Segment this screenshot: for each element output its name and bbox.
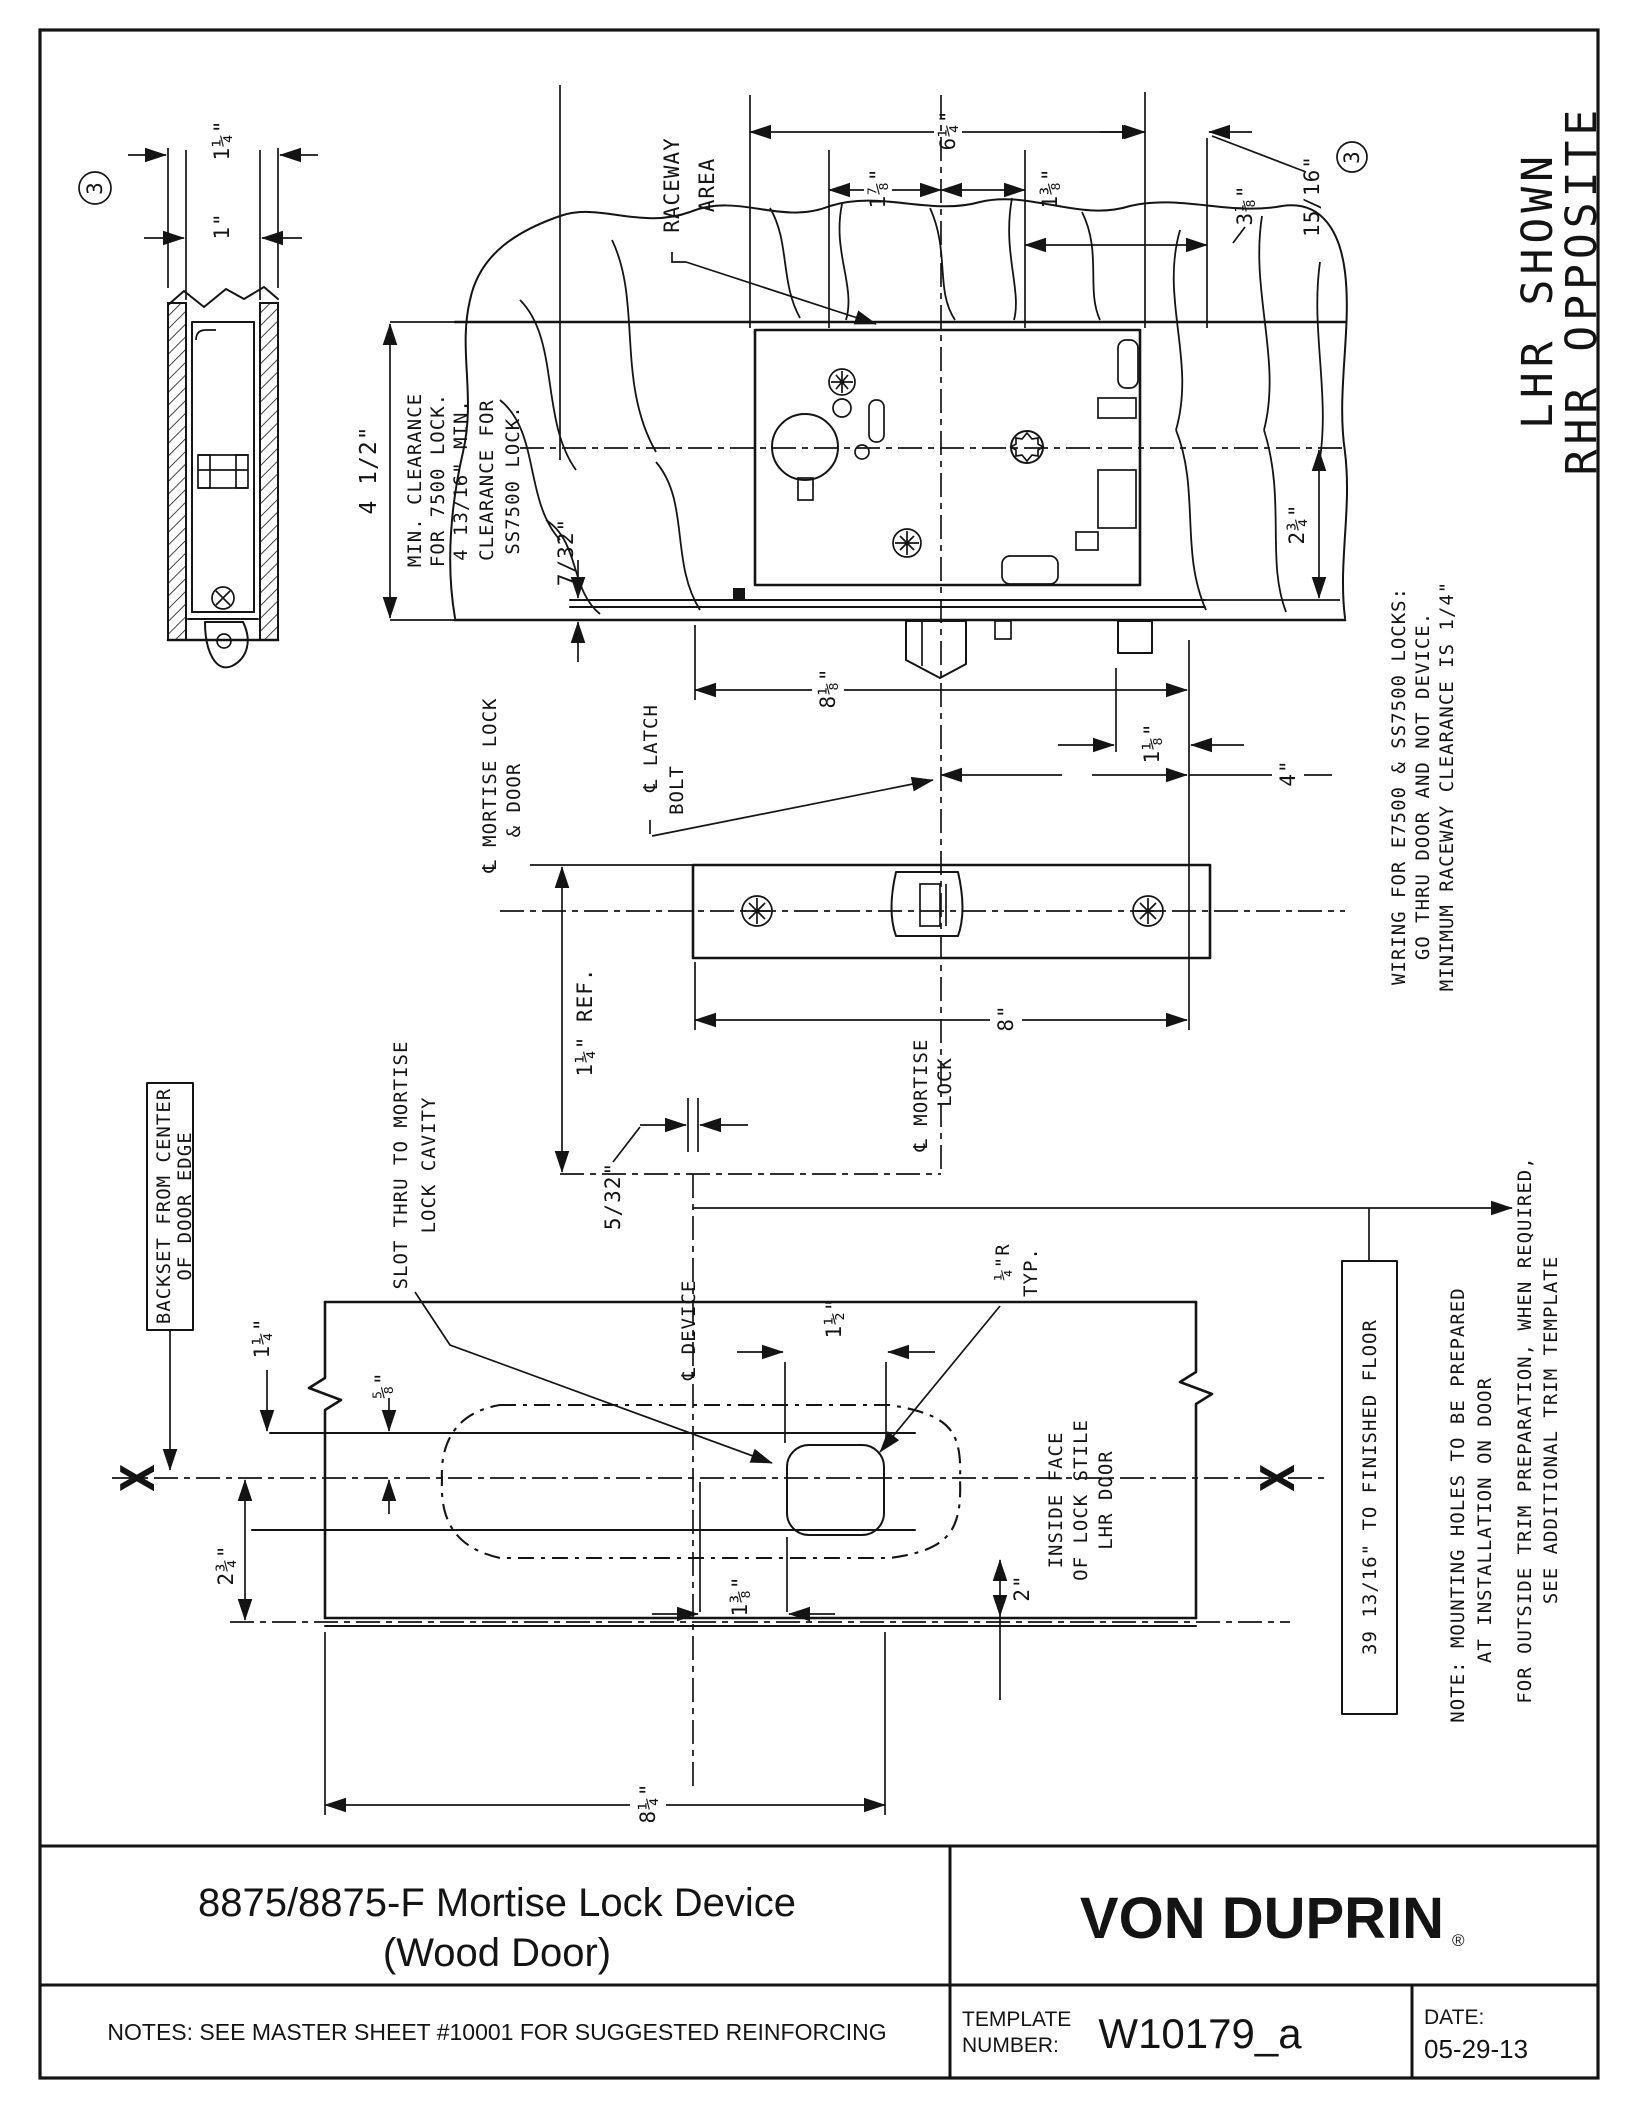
cl-latch-label-2: BOLT bbox=[666, 765, 688, 815]
floor-dim-box: 39 13/16" TO FINISHED FLOOR bbox=[1359, 1319, 1381, 1655]
sheet-title-line1: 8875/8875-F Mortise Lock Device bbox=[198, 1881, 796, 1925]
clearance-note-1: MIN. CLEARANCE bbox=[404, 393, 426, 567]
trim-note-line2: SEE ADDITIONAL TRIM TEMPLATE bbox=[1540, 1256, 1562, 1604]
template-number-value: W10179_a bbox=[1098, 2010, 1302, 2057]
main-mortise-view: RACEWAY AREA 6¼" 15/16" 1⅞" 1⅜" 3⅛" 3 bbox=[356, 85, 1368, 1174]
brand-logo: VON DUPRIN bbox=[1080, 1886, 1444, 1951]
dim-up: ⅝" bbox=[371, 1371, 395, 1398]
wiring-note-line2: GO THRU DOOR AND NOT DEVICE. bbox=[1412, 612, 1434, 960]
trim-note-line1: FOR OUTSIDE TRIM PREPARATION, WHEN REQUI… bbox=[1514, 1156, 1536, 1703]
dim-clearance-height: 4 1/2" bbox=[356, 425, 382, 514]
clearance-note-5: SS7500 LOCK. bbox=[502, 405, 524, 554]
backset-x-mark-right: X bbox=[1251, 1464, 1305, 1492]
brand-registered-mark: ® bbox=[1452, 1931, 1465, 1950]
dim-ref: 1¼" REF. bbox=[573, 967, 597, 1076]
template-number-label-1: TEMPLATE bbox=[962, 2008, 1071, 2031]
template-number-label-2: NUMBER: bbox=[962, 2034, 1059, 2057]
raceway-area-label-line1: RACEWAY bbox=[660, 137, 684, 233]
hand-note-line2: RHR OPPOSITE bbox=[1557, 105, 1607, 476]
mounting-note-line2: AT INSTALLATION ON DOOR bbox=[1474, 1377, 1496, 1663]
dim-top-total: 6¼" bbox=[936, 110, 960, 151]
radius-label: ¼"R bbox=[992, 1243, 1014, 1280]
clearance-note-2: FOR 7500 LOCK. bbox=[427, 393, 449, 567]
side-notes: LHR SHOWN RHR OPPOSITE WIRING FOR E7500 … bbox=[1388, 105, 1607, 992]
detail-3-marker-right: 3 bbox=[1340, 150, 1364, 164]
dim-cl-to-stile: 2¾" bbox=[214, 1545, 238, 1586]
mounting-note-line1: NOTE: MOUNTING HOLES TO BE PREPARED bbox=[1447, 1287, 1469, 1722]
dim-scalp: 7/32" bbox=[554, 518, 578, 586]
wiring-note-line1: WIRING FOR E7500 & SS7500 LOCKS: bbox=[1388, 587, 1410, 985]
dim-cl-offset: 2¾" bbox=[1285, 504, 1309, 545]
backset-label-2: OF DOOR EDGE bbox=[174, 1131, 196, 1280]
dim-four: 4" bbox=[1276, 759, 1300, 786]
hand-note-line1: LHR SHOWN bbox=[1513, 151, 1563, 429]
sheet-notes: NOTES: SEE MASTER SHEET #10001 FOR SUGGE… bbox=[107, 2019, 886, 2045]
face-plate-view: 8" 1¼" REF. ℄ MORTISE LOCK 5/32" bbox=[500, 863, 1345, 1790]
inside-face-label-1: INSIDE FACE bbox=[1045, 1432, 1067, 1569]
cl-latch-label-1: ℄ LATCH bbox=[640, 704, 662, 793]
dim-top-15-16: 15/16" bbox=[1300, 155, 1324, 237]
slot-thru-label-2: LOCK CAVITY bbox=[418, 1097, 440, 1234]
dim-top-a: 1⅞" bbox=[866, 168, 890, 209]
backset-x-mark-left: X bbox=[111, 1464, 165, 1492]
dim-cavity-width: 1" bbox=[210, 212, 234, 239]
clearance-note-4: CLEARANCE FOR bbox=[476, 399, 498, 561]
dim-slot-height: 1⅜" bbox=[728, 1576, 752, 1617]
dim-two: 2" bbox=[1010, 1574, 1034, 1601]
door-plan-view: BACKSET FROM CENTER OF DOOR EDGE SLOT TH… bbox=[111, 1041, 1562, 1824]
dim-plate-length: 8" bbox=[994, 1004, 1018, 1031]
dim-base: 8¼" bbox=[636, 1783, 660, 1824]
cl-device-label: ℄ DEVICE bbox=[678, 1280, 700, 1381]
wiring-note-line3: MINIMUM RACEWAY CLEARANCE IS 1/4" bbox=[1436, 581, 1458, 992]
title-block: 8875/8875-F Mortise Lock Device (Wood Do… bbox=[40, 1844, 1598, 2078]
inside-face-label-3: LHR DOOR bbox=[1095, 1450, 1117, 1550]
raceway-area-label-line2: AREA bbox=[695, 158, 719, 213]
radius-typ-label: TYP. bbox=[1020, 1247, 1042, 1297]
dim-backset: 1¼" bbox=[250, 1318, 274, 1359]
sheet-title-line2: (Wood Door) bbox=[383, 1931, 611, 1975]
backset-label-1: BACKSET FROM CENTER bbox=[153, 1088, 175, 1324]
clearance-note-3: 4 13/16" MIN. bbox=[450, 399, 472, 561]
cl-mortise-door-label-1: ℄ MORTISE LOCK bbox=[479, 698, 501, 874]
cl-mortise-label-1: ℄ MORTISE bbox=[910, 1039, 932, 1153]
date-label: DATE: bbox=[1424, 2006, 1484, 2029]
dim-cut-length: 8⅛" bbox=[816, 668, 840, 709]
cl-mortise-door-label-2: & DOOR bbox=[503, 763, 525, 838]
dim-top-b: 1⅜" bbox=[1038, 168, 1062, 209]
cl-mortise-label-2: LOCK bbox=[934, 1057, 956, 1107]
date-value: 05-29-13 bbox=[1424, 2034, 1528, 2064]
dim-door-thickness: 1¼" bbox=[210, 120, 234, 161]
sheet-border bbox=[38, 28, 1600, 2080]
dim-slot-width: 1½" bbox=[822, 1298, 846, 1339]
door-edge-section-view: 3 1¼" 1" bbox=[78, 120, 318, 669]
inside-face-label-2: OF LOCK STILE bbox=[1070, 1419, 1092, 1581]
dim-top-c: 3⅛" bbox=[1233, 185, 1257, 226]
detail-3-marker: 3 bbox=[83, 181, 107, 195]
dim-latch-offset: 1⅛" bbox=[1140, 723, 1164, 764]
dim-slot-offset: 5/32" bbox=[601, 1162, 625, 1230]
slot-thru-label-1: SLOT THRU TO MORTISE bbox=[390, 1041, 412, 1290]
